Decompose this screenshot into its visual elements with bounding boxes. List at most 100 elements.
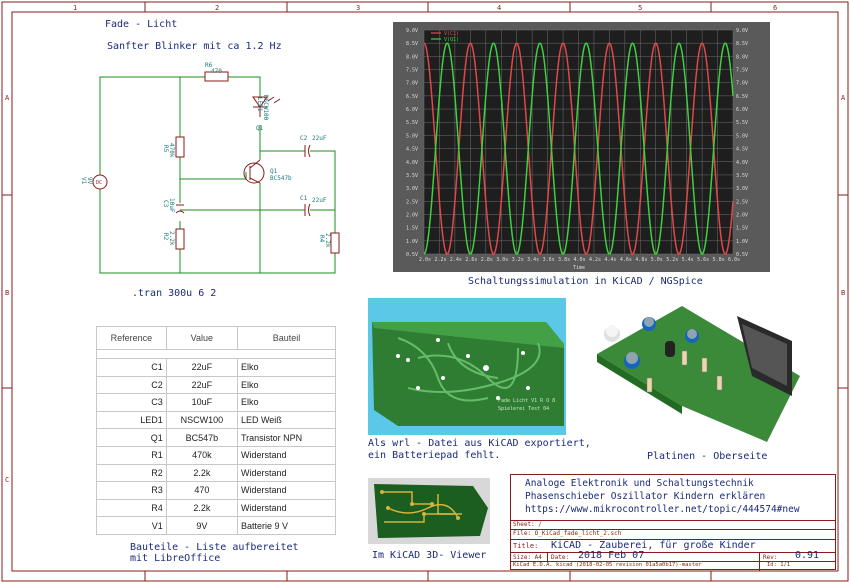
y-tick-label: 7.5V: [406, 68, 418, 74]
tb-title: KiCAD - Zauberei, für große Kinder: [551, 540, 756, 551]
y-tick-label: 6.0V: [736, 107, 748, 113]
title-block: Analoge Elektronik und Schaltungstechnik…: [510, 474, 836, 571]
tb-sheet: Sheet: /: [513, 521, 542, 528]
bom-ref: V1: [96, 516, 167, 535]
r4-ref: R4: [318, 235, 325, 243]
y-tick-label: 4.0V: [406, 160, 418, 166]
y-tick-label: 8.0V: [406, 54, 418, 60]
kicad-3d-viewer-image: [368, 478, 490, 544]
y-tick-label: 5.5V: [406, 120, 418, 126]
resistor-r4: [330, 232, 340, 254]
viewer-caption: Im KiCAD 3D- Viewer: [372, 550, 487, 561]
c1-ref: C1: [300, 195, 308, 202]
circuit-schematic: R6 470 R5 470k LED1 NSCW100 Q1 Q1 BC547b…: [80, 62, 340, 274]
bom-ref: LED1: [96, 410, 167, 430]
y-tick-label: 3.5V: [406, 173, 418, 179]
y-tick-label: 6.5V: [406, 94, 418, 100]
y-tick-label: 0.5V: [406, 252, 418, 258]
x-tick-label: 5.0s: [651, 257, 663, 263]
x-tick-label: 4.6s: [620, 257, 632, 263]
y-tick-label: 1.5V: [406, 226, 418, 232]
y-tick-label: 1.0V: [736, 239, 748, 245]
c3-ref: C3: [162, 200, 169, 208]
y-tick-label: 4.5V: [406, 147, 418, 153]
pcb-wrl-render: Fade Licht V1 R O 8 Spielerei Test 04: [372, 322, 564, 426]
resistor-r2: [175, 228, 185, 250]
y-tick-label: 7.0V: [406, 81, 418, 87]
bom-header-part: Bauteil: [236, 326, 337, 350]
board1-caption-line1: Als wrl - Datei aus KiCAD exportiert,: [368, 438, 591, 449]
bom-part: Widerstand: [236, 481, 337, 500]
pcb-silk-1: Fade Licht V1 R O 8: [498, 398, 555, 404]
tb-line3: https://www.mikrocontroller.net/topic/44…: [525, 504, 800, 515]
q1-ref: Q1: [270, 168, 278, 175]
bom-value: 9V: [165, 516, 238, 535]
frame-col-5: 5: [638, 4, 642, 12]
bom-part: Transistor NPN: [236, 428, 337, 447]
y-tick-label: 5.5V: [736, 120, 748, 126]
bom-value: 10uF: [165, 393, 238, 412]
x-tick-label: 2.6s: [465, 257, 477, 263]
x-tick-label: 3.2s: [512, 257, 524, 263]
battery-v1: [92, 174, 108, 190]
heading-text: Fade - Licht: [105, 19, 178, 30]
y-tick-label: 5.0V: [406, 133, 418, 139]
frame-row-c: C: [5, 476, 9, 484]
c1-val: 22uF: [312, 197, 327, 204]
v1-sym: DC: [96, 180, 102, 186]
y-tick-label: 2.5V: [736, 199, 748, 205]
x-tick-label: 4.2s: [589, 257, 601, 263]
x-tick-label: 3.4s: [527, 257, 539, 263]
x-tick-label: 2.0s: [419, 257, 431, 263]
x-tick-label: 6.0s: [728, 257, 740, 263]
tran-directive: .tran 300u 6 2: [132, 288, 217, 299]
y-tick-label: 6.5V: [736, 94, 748, 100]
led-ref: LED1: [256, 97, 263, 112]
x-tick-label: 4.4s: [604, 257, 616, 263]
bom-part: Elko: [236, 393, 337, 412]
tb-line2: Phasenschieber Oszillator Kindern erklär…: [525, 491, 766, 502]
y-tick-label: 6.0V: [406, 107, 418, 113]
x-tick-label: 2.4s: [450, 257, 462, 263]
bom-ref: R1: [96, 445, 167, 465]
tb-id: Id: 1/1: [767, 562, 791, 568]
q1-tag: Q1: [256, 125, 264, 132]
c2-val: 22uF: [312, 135, 327, 142]
y-tick-label: 2.0V: [406, 212, 418, 218]
x-tick-label: 5.4s: [682, 257, 694, 263]
resistor-r6: [204, 71, 229, 82]
y-tick-label: 3.0V: [406, 186, 418, 192]
bom-value: 2.2k: [165, 498, 238, 518]
legend-c1: V(C1): [444, 31, 459, 37]
bom-ref: R4: [96, 498, 167, 518]
bom-header-row: Reference Value Bauteil: [96, 326, 337, 350]
frame-row-a: A: [5, 94, 10, 102]
simulation-plot: 9.0V8.5V8.0V7.5V7.0V6.5V6.0V5.5V5.0V4.5V…: [406, 28, 748, 271]
bom-ref: C1: [96, 358, 167, 377]
bom-part: Elko: [236, 375, 337, 395]
r5-ref: R5: [162, 145, 169, 153]
legend-q1: V(Q1): [444, 37, 459, 43]
frame-col-6: 6: [773, 4, 777, 12]
bom-caption-line1: Bauteile - Liste aufbereitet: [130, 542, 299, 553]
pcb-top-image: [587, 296, 800, 442]
frame-row-b-right: B: [841, 289, 845, 297]
r4-val: 2.2k: [324, 233, 331, 248]
v1-val: 9V: [86, 177, 93, 185]
bom-value: 22uF: [165, 375, 238, 395]
y-tick-label: 8.5V: [406, 41, 418, 47]
board1-caption-line2: ein Batteriepad fehlt.: [368, 450, 501, 461]
tb-file: File: O_KiCad_fade_licht_2.sch: [513, 530, 622, 537]
bom-ref: R2: [96, 463, 167, 483]
y-tick-label: 3.0V: [736, 186, 748, 192]
